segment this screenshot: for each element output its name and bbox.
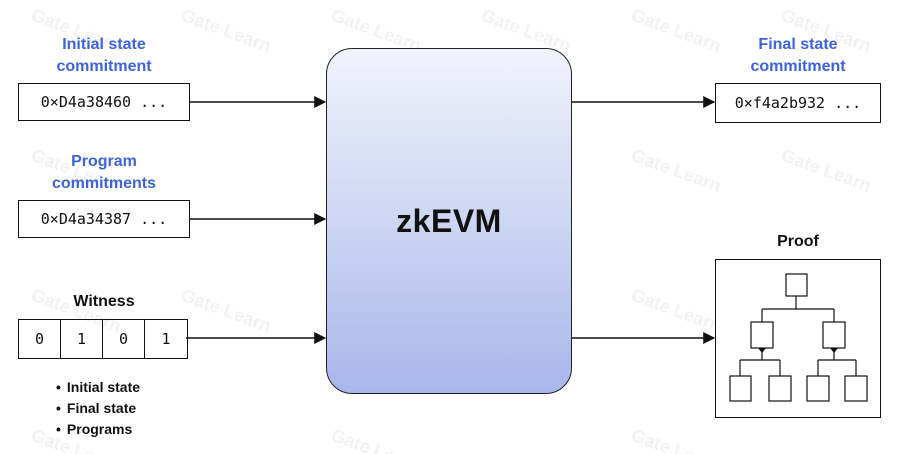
program-commitments-value-box: 0×D4a34387 ... bbox=[18, 200, 190, 238]
proof-label: Proof bbox=[777, 233, 819, 250]
witness-bit: 1 bbox=[161, 330, 171, 348]
witness-bit: 0 bbox=[103, 320, 145, 358]
merkle-tree-icon bbox=[729, 273, 868, 402]
zkevm-title: zkEVM bbox=[396, 202, 502, 239]
witness-bit: 0 bbox=[19, 320, 61, 358]
witness-items-list: Initial state Final state Programs bbox=[56, 377, 140, 440]
program-commitments-label: Program commitments bbox=[51, 153, 157, 192]
zkevm-block: zkEVM bbox=[326, 48, 572, 394]
witness-item: Initial state bbox=[56, 377, 140, 398]
initial-state-label: Initial state commitment bbox=[56, 36, 152, 75]
witness-item: Programs bbox=[56, 419, 140, 440]
witness-label: Witness bbox=[73, 293, 135, 310]
tree-arrow bbox=[758, 348, 766, 353]
tree-arrow bbox=[830, 348, 838, 353]
initial-state-value-box: 0×D4a38460 ... bbox=[18, 83, 190, 121]
witness-bit: 1 bbox=[61, 320, 103, 358]
final-state-value-box: 0×f4a2b932 ... bbox=[715, 83, 881, 123]
witness-item: Final state bbox=[56, 398, 140, 419]
witness-bits: 0 1 0 1 bbox=[18, 319, 188, 359]
final-state-label: Final state commitment bbox=[750, 36, 846, 75]
